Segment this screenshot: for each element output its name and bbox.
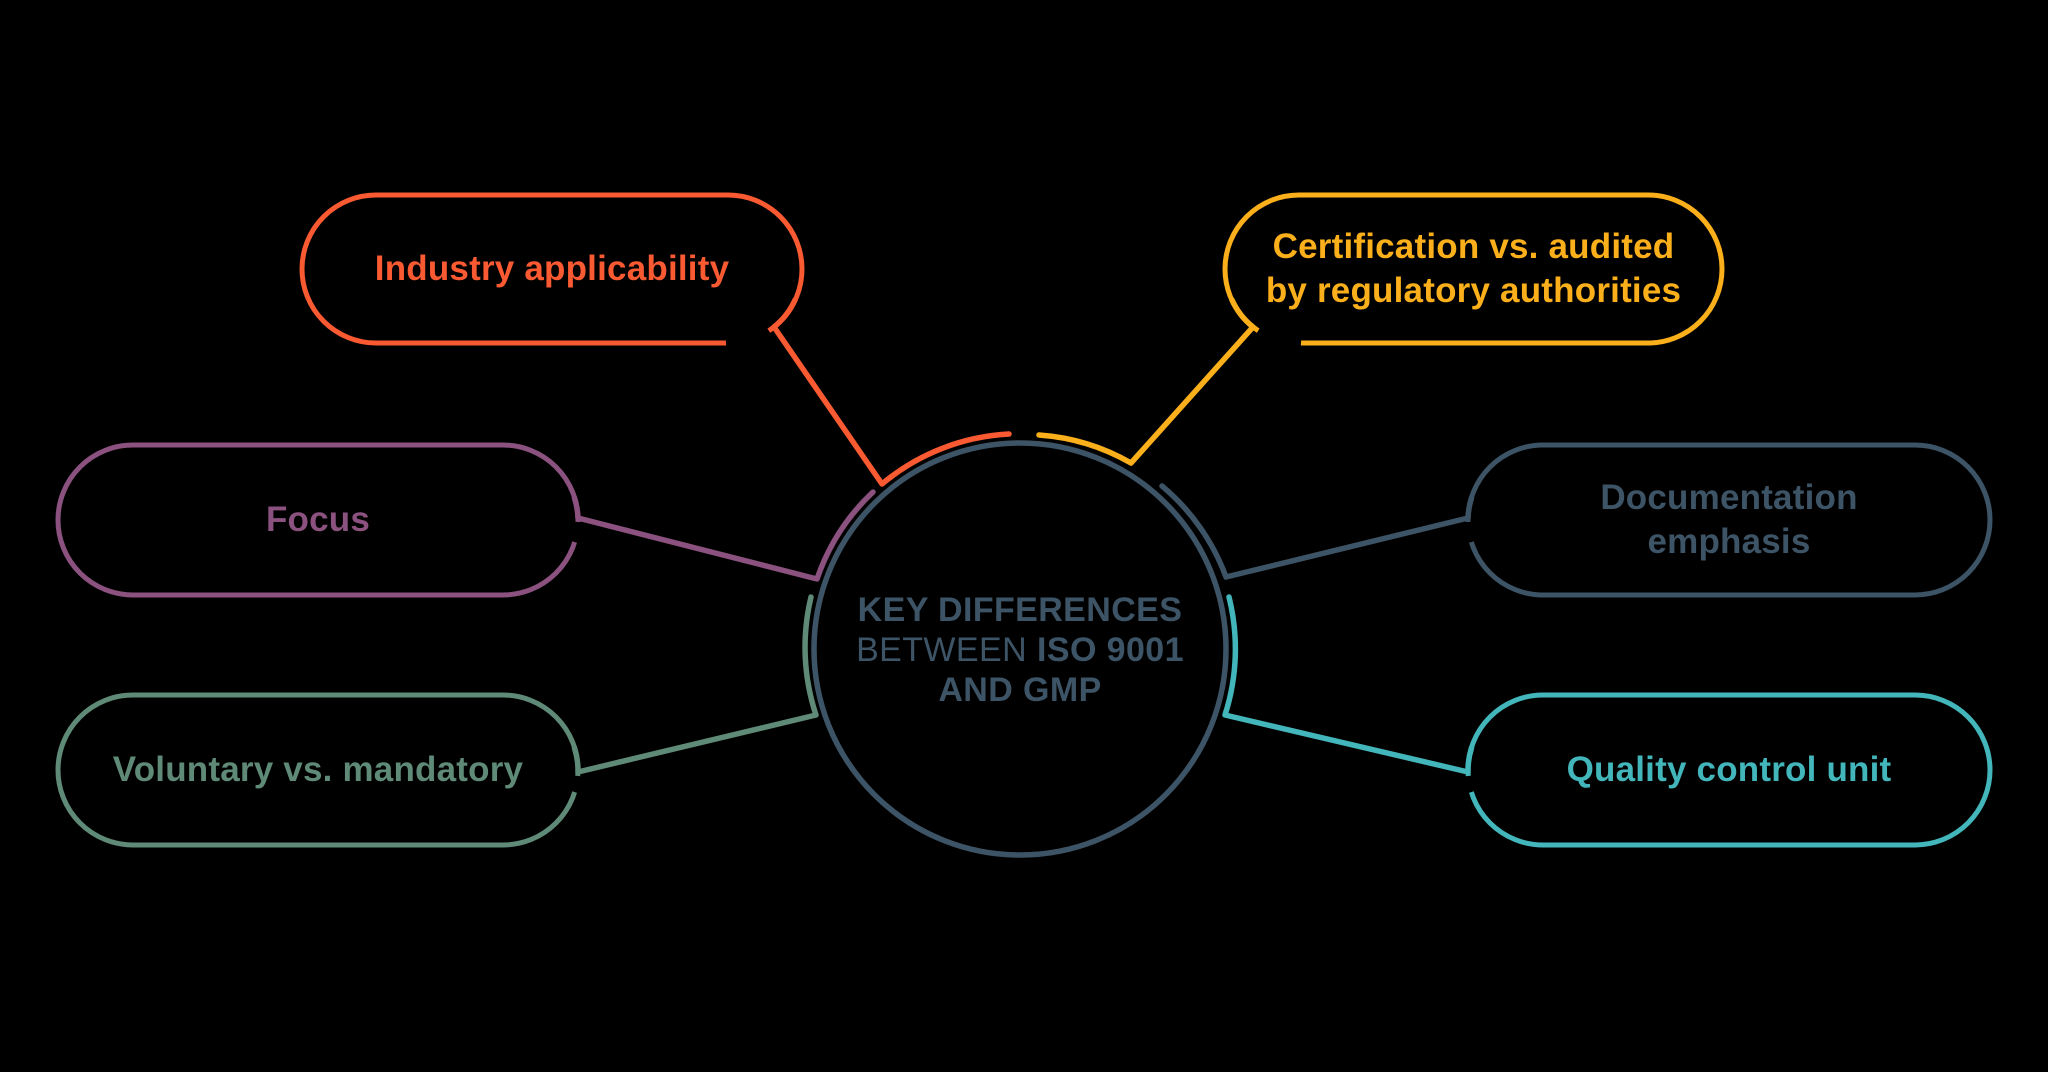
connector-voluntary-vs-mandatory: [571, 594, 819, 775]
node-label-certification-vs-audited: Certification vs. audited by regulatory …: [1225, 195, 1722, 343]
node-box-industry-applicability: [299, 192, 805, 346]
node-box-certification-vs-audited: [1222, 192, 1725, 346]
border-gap-documentation: [1462, 521, 1477, 544]
border-gap-quality: [1462, 775, 1477, 794]
node-label-quality-control-unit: Quality control unit: [1468, 695, 1990, 845]
connector-documentation-emphasis: [1159, 483, 1475, 580]
node-label-line: Voluntary vs. mandatory: [112, 750, 524, 789]
center-title-text: AND GMP: [938, 671, 1102, 709]
border-gap-voluntary: [569, 775, 584, 794]
center-title-line1: KEY DIFFERENCES: [858, 590, 1183, 630]
node-label-line: by regulatory authorities: [1265, 271, 1682, 310]
border-gap-certification: [1254, 326, 1302, 349]
connector-certification-vs-audited: [1036, 297, 1256, 466]
node-label-industry-applicability: Industry applicability: [302, 195, 802, 343]
border-gap-focus: [569, 521, 584, 544]
node-label-line: Certification vs. audited: [1272, 227, 1675, 266]
center-title-line3: AND GMP: [938, 670, 1101, 710]
node-label-documentation-emphasis: Documentation emphasis: [1468, 445, 1990, 595]
center-title-between: BETWEEN: [856, 631, 1028, 669]
node-label-voluntary-vs-mandatory: Voluntary vs. mandatory: [58, 695, 578, 845]
center-title-text: KEY DIFFERENCES: [857, 591, 1183, 629]
connector-quality-control-unit: [1222, 594, 1475, 775]
center-circle-outline: [811, 440, 1229, 858]
node-label-line: Focus: [265, 500, 371, 539]
node-label-line: Industry applicability: [374, 249, 730, 288]
node-label-line: Quality control unit: [1566, 750, 1892, 789]
connector-focus: [571, 489, 876, 582]
node-label-line: emphasis: [1647, 522, 1811, 561]
node-label-line: Documentation: [1600, 478, 1858, 517]
connector-industry-applicability: [771, 297, 1012, 487]
center-title-iso9001: ISO 9001: [1037, 631, 1184, 669]
node-label-focus: Focus: [58, 445, 578, 595]
border-gap-industry: [725, 326, 773, 349]
